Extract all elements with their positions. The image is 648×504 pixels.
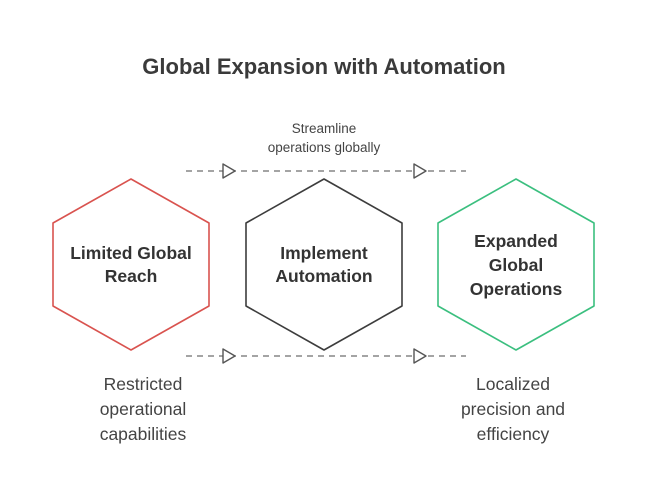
top-arrow-1-icon xyxy=(222,163,236,179)
top-note-line-2: operations globally xyxy=(268,140,381,155)
bottom-arrow-1-icon xyxy=(222,348,236,364)
top-connector xyxy=(186,163,466,179)
caption-right-line-3: efficiency xyxy=(477,424,550,444)
top-note-line-1: Streamline xyxy=(292,121,357,136)
caption-left-line-2: operational xyxy=(100,399,187,419)
hexagon-expanded-label-line-1: Expanded xyxy=(474,231,558,251)
caption-left: Restricted operational capabilities xyxy=(100,374,187,444)
caption-left-line-1: Restricted xyxy=(104,374,183,394)
hexagon-implement-automation: Implement Automation xyxy=(245,178,403,351)
hexagon-limited-label-line-2: Reach xyxy=(105,266,158,286)
hexagon-limited-global-reach: Limited Global Reach xyxy=(52,178,210,351)
diagram-title: Global Expansion with Automation xyxy=(142,54,505,79)
caption-right-line-1: Localized xyxy=(476,374,550,394)
caption-left-line-3: capabilities xyxy=(100,424,187,444)
top-arrow-2-icon xyxy=(413,163,427,179)
caption-right-line-2: precision and xyxy=(461,399,565,419)
hexagon-expanded-label-line-2: Global xyxy=(489,255,543,275)
hexagon-implement-label-line-1: Implement xyxy=(280,243,368,263)
caption-right: Localized precision and efficiency xyxy=(461,374,565,444)
hexagon-limited-shape xyxy=(52,178,210,351)
hexagon-limited-label-line-1: Limited Global xyxy=(70,243,192,263)
hexagon-implement-shape xyxy=(245,178,403,351)
hexagon-implement-label-line-2: Automation xyxy=(275,266,372,286)
bottom-arrow-2-icon xyxy=(413,348,427,364)
hexagon-expanded-shape xyxy=(437,178,595,351)
bottom-connector xyxy=(186,348,466,364)
hexagon-expanded-label-line-3: Operations xyxy=(470,279,563,299)
hexagon-expanded-global-operations: Expanded Global Operations xyxy=(437,178,595,351)
